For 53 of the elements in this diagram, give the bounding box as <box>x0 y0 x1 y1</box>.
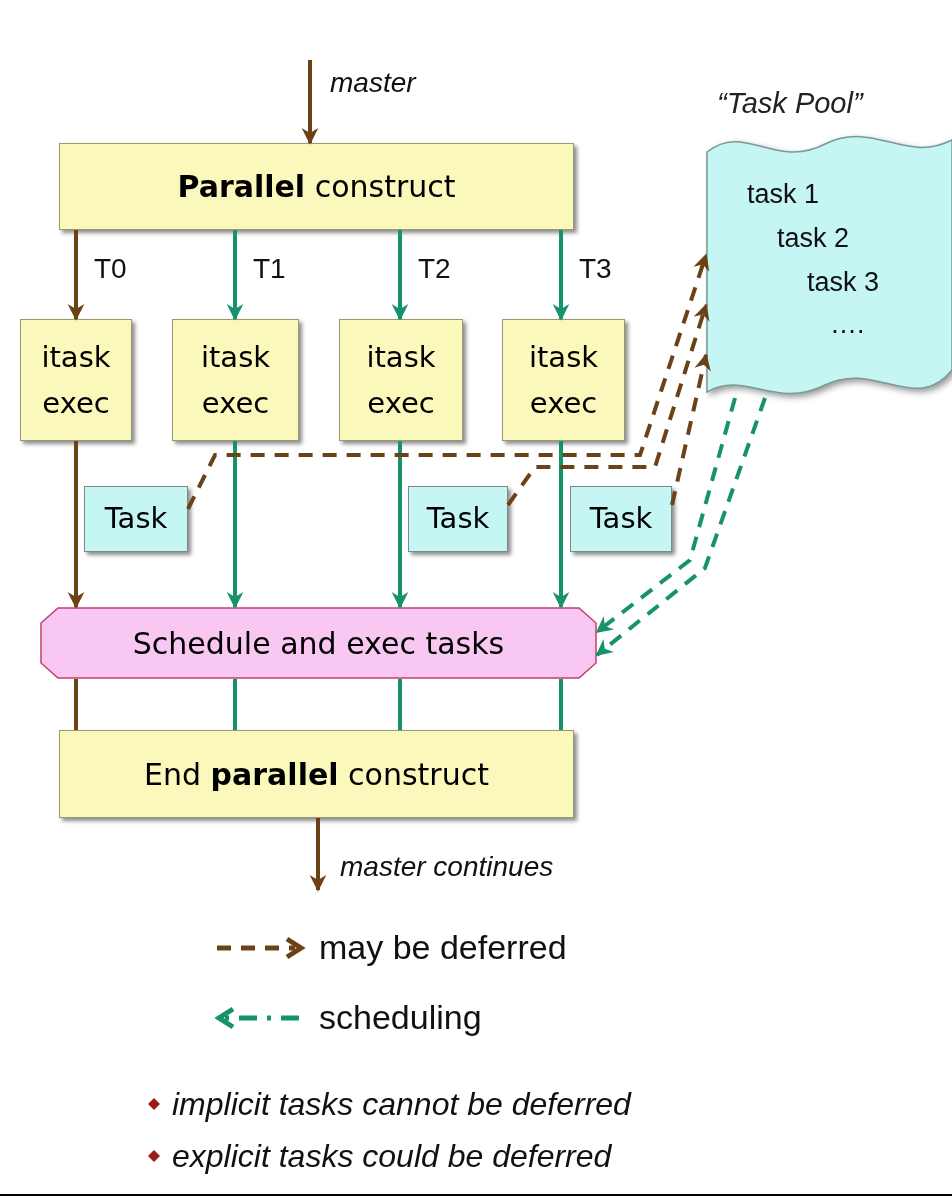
pool-item: task 3 <box>807 266 880 299</box>
arrow <box>670 353 711 506</box>
connector-line <box>398 679 402 730</box>
pool-heading: “Task Pool” <box>717 86 863 121</box>
edge-label: T2 <box>418 252 451 286</box>
process-box <box>172 319 299 441</box>
task-box <box>84 486 188 552</box>
pool-item: task 2 <box>777 222 850 255</box>
box-label: End parallel construct <box>144 755 489 794</box>
arrow <box>301 60 319 145</box>
box-label: Task <box>104 500 168 538</box>
edge-label: T0 <box>94 252 127 286</box>
arrow <box>595 397 767 657</box>
arrow <box>67 230 85 321</box>
arrow <box>552 441 570 609</box>
edge-label: T1 <box>253 252 286 286</box>
process-box <box>502 319 625 441</box>
process-box <box>20 319 132 441</box>
task-box <box>408 486 508 552</box>
arrow <box>391 230 409 321</box>
arrow <box>595 397 737 634</box>
bullet-text: implicit tasks cannot be deferred <box>172 1085 631 1124</box>
arrow <box>186 253 710 510</box>
task-box <box>570 486 672 552</box>
arrow <box>506 303 710 507</box>
process-box <box>59 143 574 230</box>
arrow <box>309 818 327 892</box>
box-label: itask exec <box>199 339 272 422</box>
process-box <box>59 730 574 818</box>
box-label: Task <box>589 500 653 538</box>
box-label: itask exec <box>365 339 437 422</box>
arrow <box>226 230 244 321</box>
edge-label: T3 <box>579 252 612 286</box>
arrow <box>226 441 244 609</box>
pool-item: task 1 <box>747 178 820 211</box>
connector-line <box>233 679 237 730</box>
process-box <box>339 319 463 441</box>
box-label: Task <box>426 500 490 538</box>
box-label: Schedule and exec tasks <box>132 624 505 663</box>
connector-line <box>559 679 563 730</box>
legend-text: may be deferred <box>319 927 567 968</box>
bullet-text: explicit tasks could be deferred <box>172 1137 612 1176</box>
arrow <box>552 230 570 321</box>
pool-item: …. <box>830 308 865 341</box>
arrow <box>67 441 85 609</box>
box-label: Parallel construct <box>177 168 456 206</box>
connector-line <box>74 679 78 730</box>
edge-label: master <box>330 66 416 100</box>
box-label: itask exec <box>40 339 112 422</box>
arrow <box>391 441 409 609</box>
edge-label: master continues <box>340 850 554 884</box>
legend-text: scheduling <box>319 997 482 1038</box>
box-label: itask exec <box>527 339 600 422</box>
